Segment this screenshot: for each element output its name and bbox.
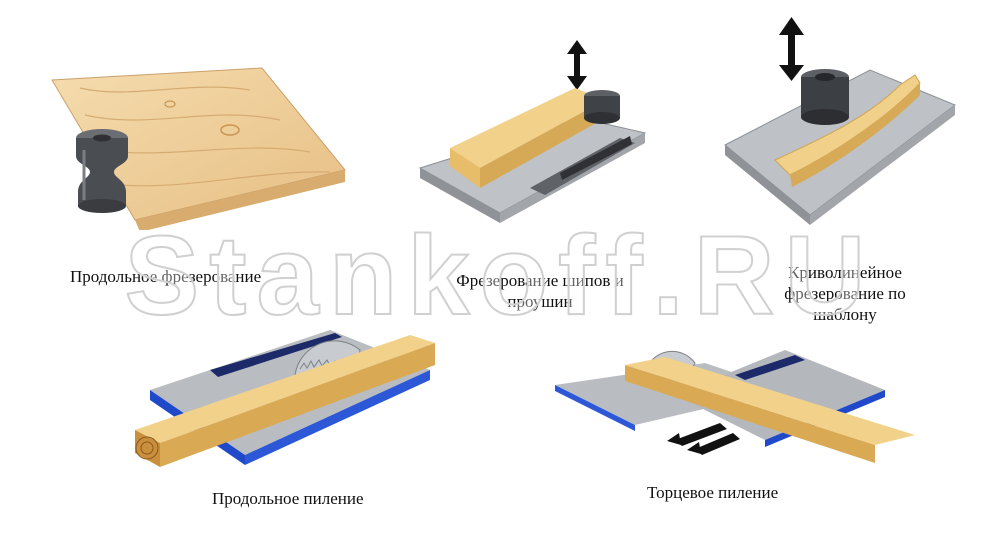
caption-cross-cut-sawing: Торцевое пиление bbox=[647, 483, 779, 502]
caption-longitudinal-milling: Продольное фрезерование bbox=[70, 267, 262, 286]
feed-direction-arrows-icon bbox=[667, 423, 740, 455]
caption-tenon-milling: Фрезерование шипов и проушин bbox=[425, 270, 655, 312]
workpiece-bar bbox=[450, 88, 605, 188]
longitudinal-milling-illustration bbox=[51, 67, 346, 230]
lumber-beam bbox=[135, 335, 435, 467]
spindle-cutter bbox=[801, 69, 849, 125]
curved-workpiece bbox=[774, 74, 921, 187]
tenon-milling-illustration bbox=[418, 40, 647, 223]
vertical-arrow-icon bbox=[779, 17, 804, 81]
stankoff-watermark: Stankoff.RU bbox=[124, 222, 876, 332]
pine-board bbox=[51, 67, 346, 230]
caption-tenon-line1: Фрезерование шипов и bbox=[456, 271, 624, 290]
caption-tenon-line2: проушин bbox=[507, 292, 573, 311]
caption-rip-sawing: Продольное пиление bbox=[212, 489, 364, 508]
tenon-cutter bbox=[584, 90, 620, 124]
machine-table bbox=[418, 117, 647, 223]
lumber-board bbox=[625, 357, 915, 463]
caption-template-line1: Криволинейное bbox=[788, 263, 902, 282]
watermark-text: Stankoff.RU bbox=[125, 222, 876, 332]
caption-template-line2: фрезерование по bbox=[784, 284, 906, 303]
caption-template-line3: шаблону bbox=[813, 305, 877, 324]
rip-sawing-illustration bbox=[135, 330, 435, 467]
cross-cut-sawing-illustration bbox=[555, 350, 915, 463]
vertical-arrow-icon bbox=[567, 40, 587, 90]
profile-cutter bbox=[76, 129, 128, 213]
caption-template-milling: Криволинейное фрезерование по шаблону bbox=[745, 262, 945, 325]
template-milling-illustration bbox=[724, 17, 956, 225]
